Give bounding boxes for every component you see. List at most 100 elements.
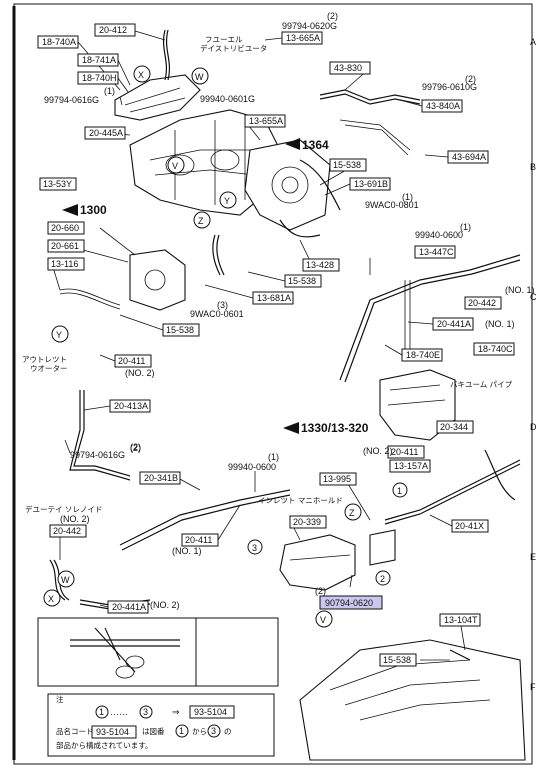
- part-label-p10: 43-830: [329, 61, 371, 75]
- throttle-body-drawing: [244, 139, 331, 231]
- border-mark-d: D: [530, 422, 537, 432]
- part-label-p37: 20-411: [387, 445, 425, 459]
- ref-1364: 1364: [285, 138, 329, 152]
- diagram-text: (NO. 2): [150, 600, 180, 610]
- part-label-p11: 99796-0610G: [422, 82, 477, 92]
- diagram-text: 15-538: [166, 325, 194, 335]
- vacuum-pipe-upper-right: [319, 89, 421, 156]
- diagram-text: 13-157A: [394, 461, 428, 471]
- diagram-text: (3): [217, 300, 228, 310]
- diagram-text: 13-104T: [444, 615, 478, 625]
- callout-y-mid: Y: [219, 191, 237, 209]
- part-label-p13: 13-655A: [244, 114, 286, 128]
- part-label-p29: 15-538: [162, 323, 200, 337]
- label-inlet-manifold: インレツト マニホールド: [258, 496, 343, 505]
- note-dots: ……: [110, 707, 128, 717]
- diagram-text: 43-840A: [426, 101, 460, 111]
- part-label-p12: 43-840A: [421, 99, 463, 113]
- diagram-text: (1): [104, 86, 115, 96]
- part-label-p7: 99794-0616G: [44, 95, 99, 105]
- part-label-p3: 13-665A: [281, 31, 323, 45]
- part-label-p1: 20-412: [94, 23, 136, 37]
- quantity-labels: (2) (1) (2) (1) (2) (1) (3) (2) (1) (2) …: [60, 11, 535, 610]
- callout-x-top: X: [133, 65, 151, 83]
- diagram-text: 18-740H: [82, 73, 117, 83]
- label-fuel-distributor-1: フユーエル: [205, 35, 243, 44]
- diagram-text: 99940-0600: [228, 462, 276, 472]
- diagram-text: 43-694A: [452, 152, 486, 162]
- diagram-text: (1): [402, 192, 413, 202]
- part-label-p19: 20-660: [47, 221, 85, 235]
- intake-manifold-drawing: [129, 109, 281, 216]
- diagram-text: 9WAC0-0801: [365, 200, 419, 210]
- border-mark-e: E: [530, 552, 536, 562]
- diagram-text: 13-691B: [354, 179, 388, 189]
- diagram-text: 20-441A: [112, 602, 146, 612]
- ref-1300: 1300: [62, 203, 107, 217]
- part-label-p6: 18-740H: [77, 71, 119, 85]
- note-code-2: 93-5104: [96, 727, 129, 737]
- diagram-text: 18-741A: [82, 55, 116, 65]
- border-mark-f: F: [530, 682, 536, 692]
- callout-w-bottom: W: [57, 570, 75, 588]
- part-label-p8: 20-445A: [84, 126, 126, 140]
- note-from: から: [192, 727, 207, 736]
- part-label-p40: 99940-0600: [228, 462, 276, 472]
- lower-right-pipes: [369, 449, 521, 566]
- diagram-text: 99940-0600: [415, 230, 463, 240]
- diagram-text: V: [320, 615, 326, 625]
- part-label-p39: 20-341B: [139, 471, 181, 485]
- diagram-text: 13-447C: [419, 247, 454, 257]
- diagram-text: 15-538: [383, 655, 411, 665]
- part-label-p48: 13-104T: [439, 613, 481, 627]
- part-label-p21: 13-116: [47, 257, 85, 271]
- note-range-a: 1: [99, 707, 104, 717]
- diagram-text: 13-116: [51, 259, 78, 269]
- diagram-text: 20-661: [51, 241, 79, 251]
- note-line-3: 部品から構成されています。: [56, 740, 153, 750]
- part-label-p25: 13-447C: [414, 245, 456, 259]
- diagram-text: (2): [130, 442, 141, 452]
- part-label-p42: 20-339: [289, 515, 327, 529]
- hoses-upper: [162, 29, 341, 276]
- border-mark-b: B: [530, 162, 536, 172]
- part-label-p50: 15-538: [379, 653, 417, 667]
- label-vacuum-pipe: バキユーム パイプ: [450, 380, 513, 389]
- diagram-text: 15-538: [333, 160, 361, 170]
- callout-3: 3: [247, 539, 263, 555]
- diagram-text: 99796-0610G: [422, 82, 477, 92]
- pliers-illustration: [70, 627, 180, 679]
- diagram-text: 1: [397, 486, 402, 496]
- label-duty-solenoid: デユーテイ ソレノイド: [25, 504, 102, 514]
- note-fig-label: は図番: [142, 726, 165, 736]
- note-of: の: [224, 727, 232, 736]
- callout-v-mid: V: [167, 156, 185, 174]
- part-label-p32: 18-740C: [473, 342, 515, 356]
- part-label-p20: 20-661: [47, 239, 85, 253]
- diagram-text: X: [138, 70, 144, 80]
- diagram-text: 99794-0616G: [70, 450, 125, 460]
- callout-w-top: W: [191, 67, 209, 85]
- part-label-p41: 13-995: [319, 472, 357, 486]
- diagram-text: 99794-0616G: [44, 95, 99, 105]
- note-arrow: ⇒: [172, 707, 180, 717]
- note-product-code: 品名コード: [56, 726, 94, 736]
- diagram-text: 2: [380, 574, 385, 584]
- diagram-text: (2): [327, 11, 338, 21]
- diagram-text: 20-660: [51, 223, 79, 233]
- diagram-text: 20-344: [440, 422, 468, 432]
- canister-drawing: [279, 534, 356, 591]
- diagram-text: 20-442: [53, 526, 81, 536]
- diagram-text: (NO. 1): [505, 285, 535, 295]
- part-label-p26: 20-442: [464, 296, 502, 310]
- diagram-text: (1): [460, 222, 471, 232]
- diagram-text: 90794-0620: [325, 598, 373, 608]
- diagram-text: 20-411: [185, 535, 212, 545]
- part-label-p34: 20-413A: [109, 399, 151, 413]
- callout-v-bottom: V: [315, 610, 333, 628]
- border-mark-a: A: [530, 37, 536, 47]
- diagram-text: 99794-0620G: [282, 21, 337, 31]
- note-fig-b: 3: [211, 726, 216, 736]
- part-label-p5: 18-741A: [77, 53, 119, 67]
